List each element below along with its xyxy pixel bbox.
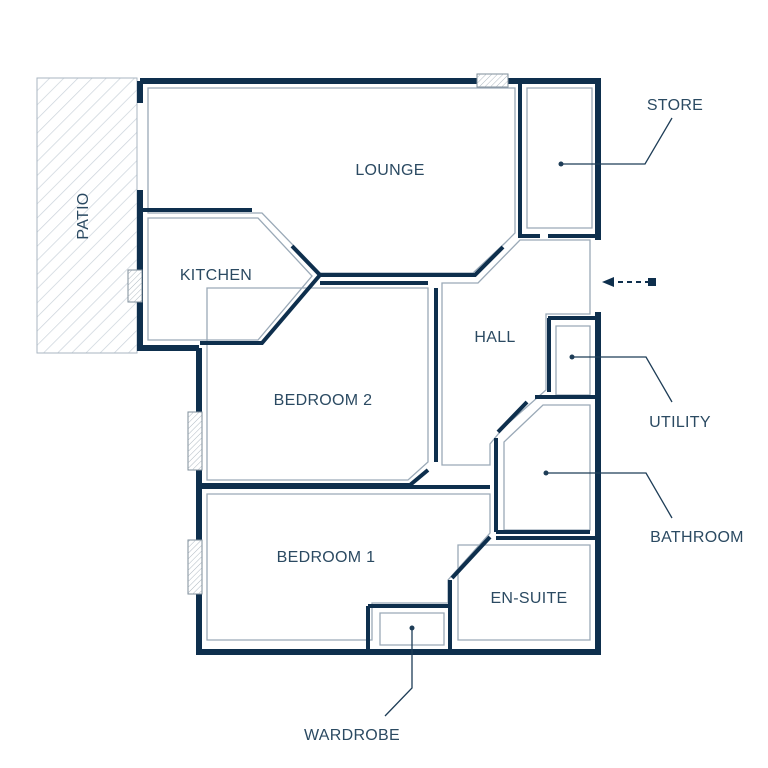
entrance-arrow-icon [602,277,656,287]
exterior-walls [137,78,601,655]
patio-label: PATIO [75,192,92,239]
en-suite-label: EN-SUITE [490,590,567,607]
store-label: STORE [647,97,703,114]
bathroom-label: BATHROOM [650,529,744,546]
wardrobe-label: WARDROBE [304,727,400,744]
patio-area [36,77,138,354]
callout-leaders [384,117,673,717]
bedroom-2-label: BEDROOM 2 [274,392,373,409]
kitchen-label: KITCHEN [180,267,252,284]
interior-walls [140,83,598,650]
inner-wall-faces [147,87,593,646]
hall-label: HALL [474,329,515,346]
windows [127,73,509,595]
utility-label: UTILITY [649,414,711,431]
lounge-label: LOUNGE [355,162,424,179]
bedroom-1-label: BEDROOM 1 [277,549,376,566]
